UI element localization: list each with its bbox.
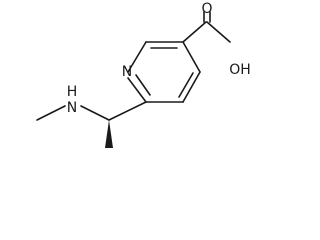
bond-c4-c5-inner [178,72,194,98]
bond-c6-n1 [127,77,147,103]
hydroxyl-label: OH [229,62,251,78]
bond-c6-n1-inner [135,74,151,96]
amine-hydrogen-label: H [67,84,78,100]
bond-c3-carboxyl [182,21,207,43]
bond-chiral-nh [80,105,110,121]
bond-carboxyl-oh [206,21,231,43]
bond-c6-chiral [108,101,147,121]
side-chain [36,101,147,148]
bond-c3-c4 [182,41,201,73]
bond-n1-c2 [127,41,147,73]
carbonyl-oxygen-label: O [201,1,212,17]
molecule-structure: N O OH N H [36,1,251,148]
amine-nitrogen-label: N [67,100,77,116]
bond-nh-methyl [36,105,66,121]
bond-c4-c5 [182,71,201,103]
hashed-wedge-methyl [105,120,113,148]
carboxylic-acid-group [182,11,231,43]
pyridine-ring [127,41,201,103]
ring-nitrogen-label: N [122,64,132,80]
